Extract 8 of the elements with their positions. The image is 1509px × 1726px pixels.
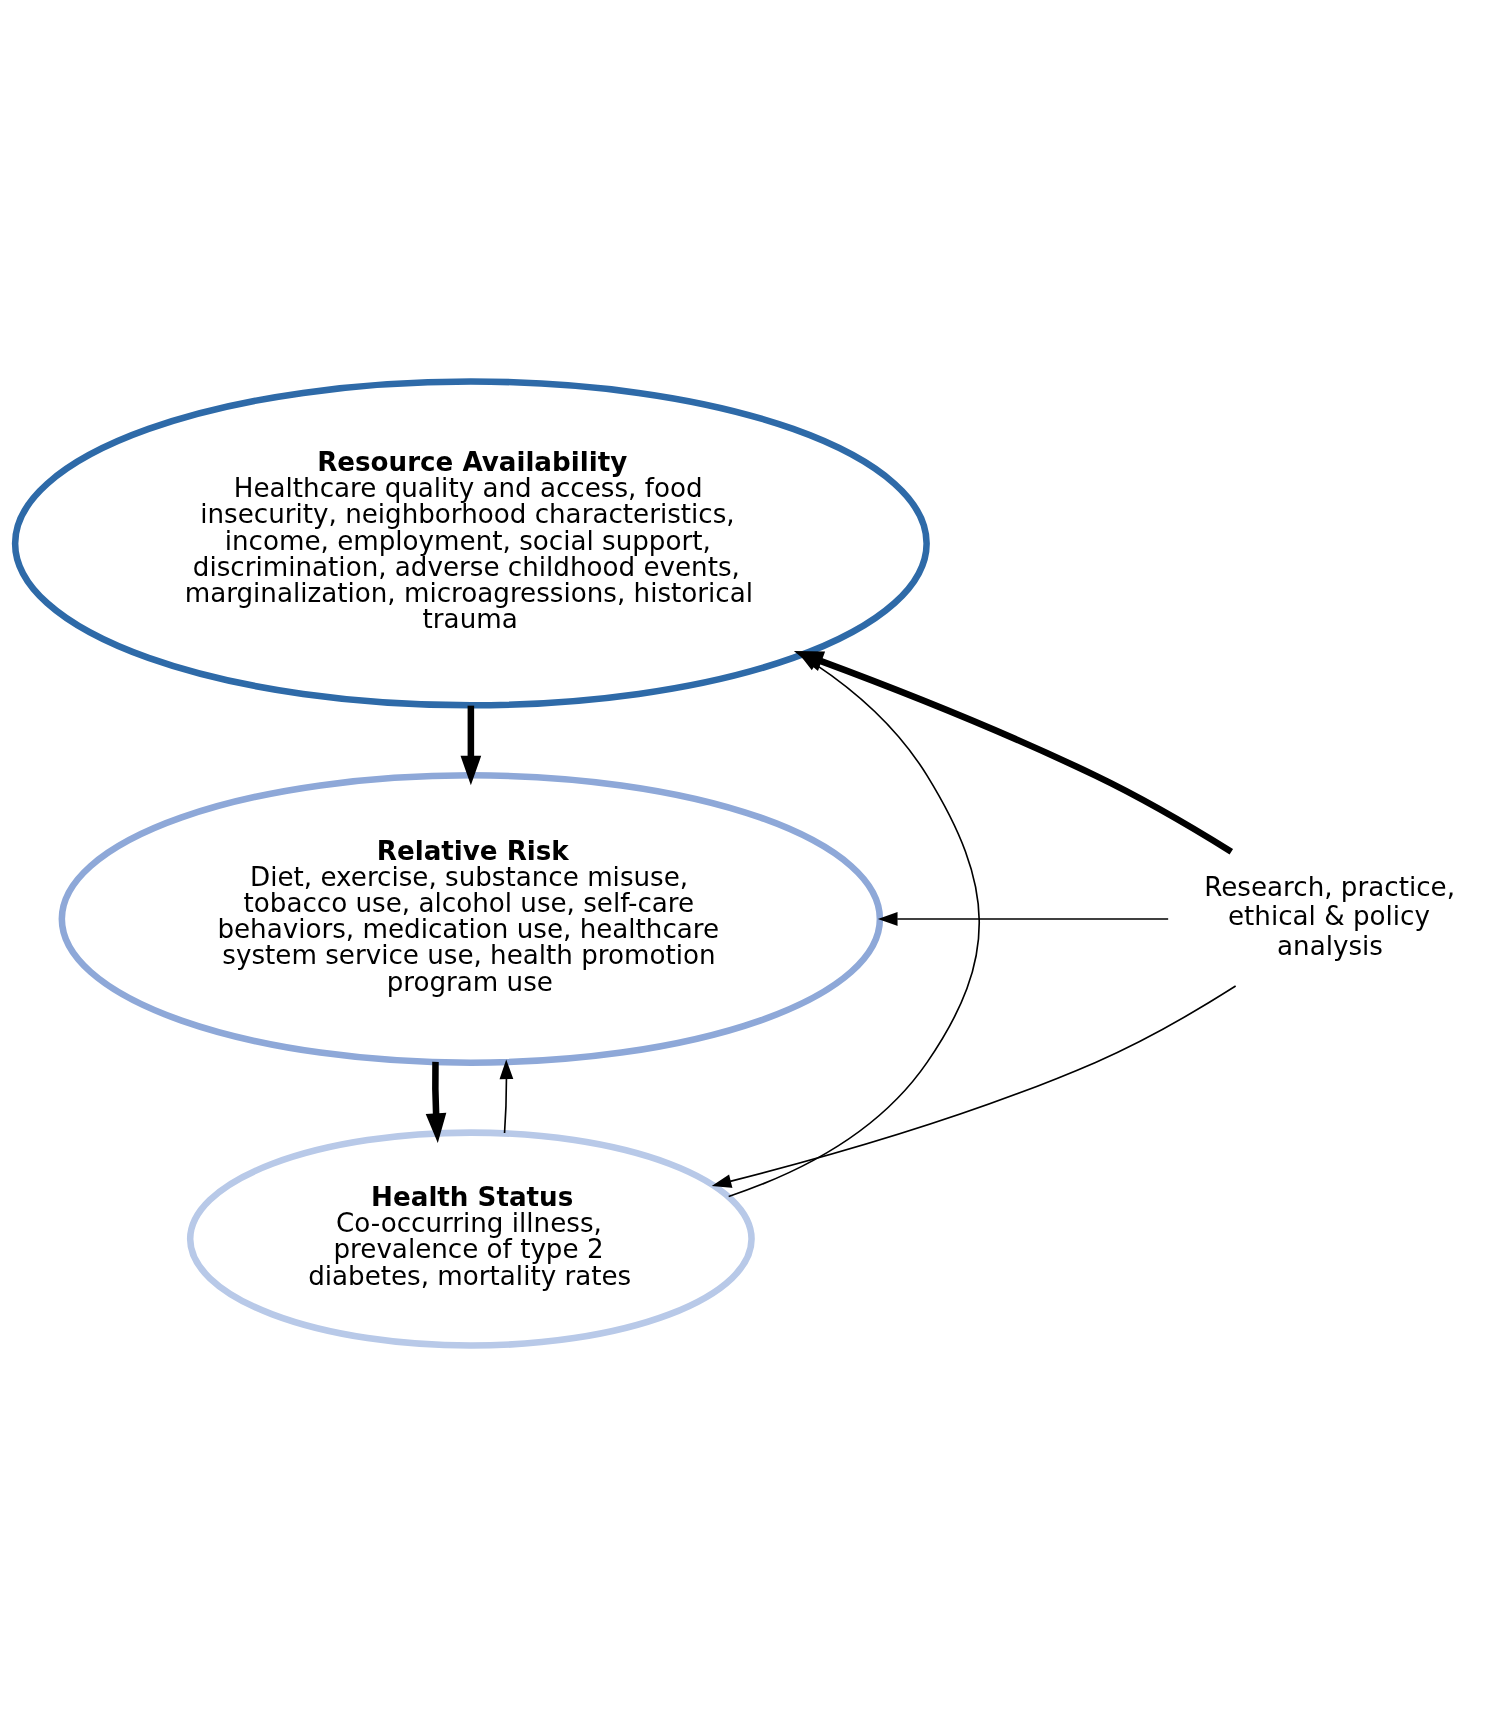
arrow xyxy=(711,984,1237,1188)
node-text: Research, practice, ethical & policy analysis xyxy=(1204,871,1455,961)
node-ellipse: Relative Risk Diet, exercise, substance misuse, tobacco use, alcohol use, self-care behaviors, medication use, healthcare system service use, health promotion program use xyxy=(58,771,884,1066)
node-ellipse: Resource Availability Healthcare quality and access, food insecurity, neighborhood characteristics, income, employment, social support, discrimination, adverse childhood events, marginalization, microagressions, historical trauma xyxy=(11,377,930,709)
arrow xyxy=(877,911,1169,926)
node-ellipse: Health Status Co-occurring illness, prevalence of type 2 diabetes, mortality rates xyxy=(186,1128,755,1349)
arrow xyxy=(499,1058,514,1134)
arrow xyxy=(425,1061,447,1143)
